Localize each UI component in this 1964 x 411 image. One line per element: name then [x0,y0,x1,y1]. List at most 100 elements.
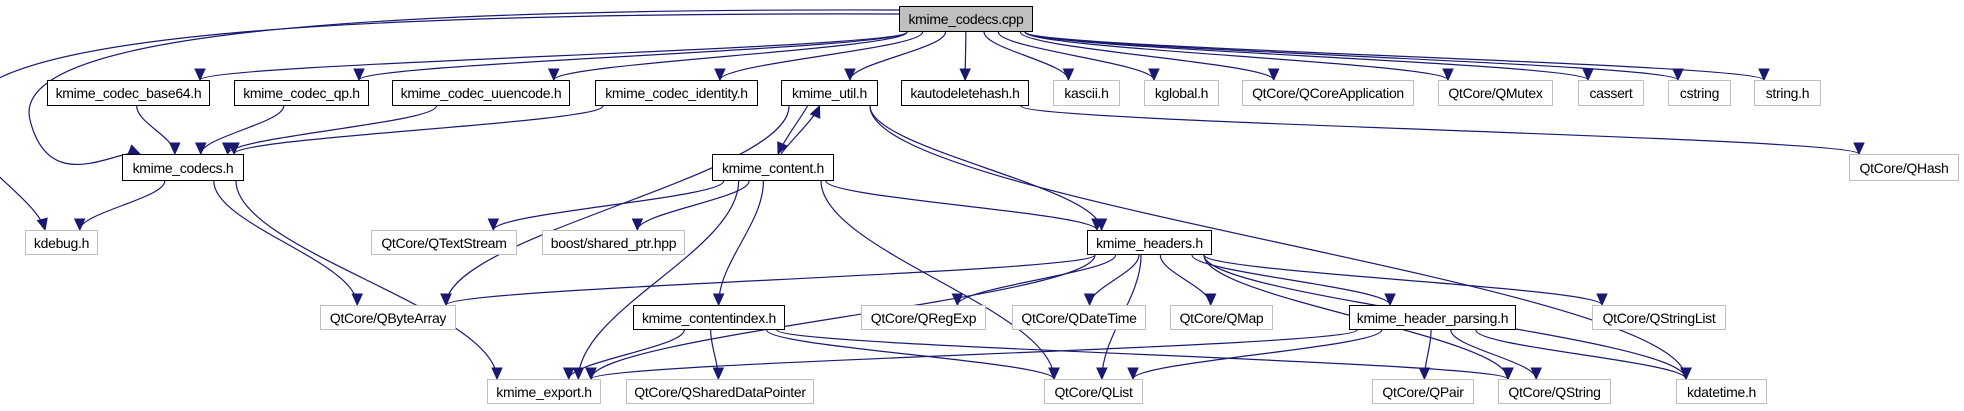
node-headers[interactable]: kmime_headers.h [1087,230,1212,255]
edge-kautodeletehash-to-qhash-arrowhead [1853,142,1865,156]
edge-contentindex-to-export-arrowhead [562,367,575,381]
node-cstring: cstring [1668,80,1731,106]
node-qhash: QtCore/QHash [1849,154,1959,181]
edge-contentindex-to-qlist-arrowhead [1048,367,1060,381]
node-export: kmime_export.h [487,379,601,404]
node-qbytearray: QtCore/QByteArray [320,305,456,330]
node-codecs[interactable]: kmime_codecs.h [122,154,244,181]
node-kglobal: kglobal.h [1144,80,1219,106]
edge-codecs-to-kdebug-arrowhead [73,218,86,232]
node-qpair: QtCore/QPair [1372,379,1474,404]
node-qstringlist: QtCore/QStringList [1592,305,1726,330]
edge-codecs-to-kdebug [79,180,166,231]
edge-headerparsing-to-export-arrowhead [585,367,597,381]
edge-cpp-to-kdebug [0,13,900,231]
node-qmutex: QtCore/QMutex [1438,80,1553,106]
edge-cpp-to-base64-arrowhead [194,68,206,82]
edge-cpp-to-util [849,31,947,81]
node-util[interactable]: kmime_util.h [781,80,878,106]
node-uuencode[interactable]: kmime_codec_uuencode.h [392,80,570,106]
edge-headers-to-qlist-arrowhead [1096,367,1108,381]
edge-headerparsing-to-qpair-arrowhead [1418,367,1431,381]
edge-content-to-contentindex-arrowhead [712,293,725,307]
edge-headers-to-qdatetime-arrowhead [1083,293,1096,307]
edge-cpp-to-qp [358,31,908,81]
edge-kautodeletehash-to-qhash [1020,105,1860,155]
node-qdatetime: QtCore/QDateTime [1012,305,1146,330]
edge-codecs-to-qbytearray-arrowhead [351,293,364,307]
edge-headers-to-qmap-arrowhead [1204,293,1217,307]
edge-cpp-to-kautodeletehash-arrowhead [959,68,971,82]
edge-headers-to-qbytearray-arrowhead [440,293,452,307]
node-qcoreapp: QtCore/QCoreApplication [1242,80,1414,106]
edge-cpp-to-qcoreapp-arrowhead [1267,68,1280,82]
edge-headers-to-qdatetime [1088,254,1140,306]
edge-cpp-to-qmutex [1024,31,1449,81]
node-cpp[interactable]: kmime_codecs.cpp [899,6,1033,32]
edge-contentindex-to-qshared-arrowhead [712,367,725,381]
edge-cpp-to-util-arrowhead [844,68,856,82]
edge-cpp-to-base64 [199,31,908,81]
edge-base64-to-codecs [136,105,176,155]
edge-cpp-to-identity [719,31,924,81]
edge-identity-to-codecs [233,105,604,155]
edge-content-to-boost-arrowhead [631,218,644,232]
node-identity[interactable]: kmime_codec_identity.h [595,80,758,106]
node-qstring: QtCore/QString [1498,379,1611,404]
edge-cpp-to-qp-arrowhead [353,68,365,82]
edge-headerparsing-to-export [590,329,1358,380]
node-qregexp: QtCore/QRegExp [861,305,986,330]
edge-headers-to-headerparsing-arrowhead [1384,293,1396,307]
edge-util-to-headers [869,105,1103,231]
node-kdebug: kdebug.h [25,230,98,255]
edge-cpp-to-qcoreapp [1019,31,1275,81]
edge-content-to-qtextstream-arrowhead [487,218,500,232]
edge-headers-to-qregexp-arrowhead [951,293,964,307]
node-headerparsing[interactable]: kmime_header_parsing.h [1349,305,1516,330]
edge-cpp-to-cassert-arrowhead [1582,68,1594,82]
edge-cpp-to-cstring [1024,31,1679,81]
edge-cpp-to-kglobal [997,31,1155,81]
edge-cpp-to-cassert [1024,31,1589,81]
edge-cpp-to-kglobal-arrowhead [1148,68,1160,82]
edge-headerparsing-to-kdatetime [1475,329,1687,380]
edge-headers-to-headerparsing [1191,254,1391,306]
node-qp[interactable]: kmime_codec_qp.h [234,80,369,106]
edge-contentindex-to-qlist [766,329,1055,380]
edge-cpp-to-qmutex-arrowhead [1442,68,1454,82]
edge-content-to-export [577,180,740,380]
edge-qp-to-codecs-arrowhead [194,142,207,156]
edge-cpp-to-uuencode-arrowhead [547,68,560,82]
node-qmap: QtCore/QMap [1170,305,1273,330]
edge-headers-to-qstringlist [1203,254,1603,306]
edge-cpp-to-cstring-arrowhead [1672,68,1684,82]
edge-cpp-to-kdebug-arrowhead [36,217,48,232]
edge-headerparsing-to-qlist-arrowhead [1127,367,1139,381]
edge-headers-to-qstringlist-arrowhead [1596,293,1608,307]
node-contentindex[interactable]: kmime_contentindex.h [633,305,785,330]
edge-cpp-to-identity-arrowhead [714,68,726,82]
edge-content-to-headers [825,180,1098,231]
edge-util-to-qbytearray [445,105,790,306]
edge-content-to-boost [636,180,750,231]
edge-identity-to-codecs-arrowhead [228,142,240,156]
node-stringh: string.h [1754,80,1821,106]
edge-uuencode-to-codecs [227,105,437,155]
edge-contentindex-to-qstring-arrowhead [1502,367,1514,381]
edge-cpp-to-kascii-arrowhead [1062,68,1075,82]
edge-headers-to-qregexp [956,254,1117,306]
edge-content-to-contentindex [718,180,764,306]
edge-codecs-to-qbytearray [213,180,358,306]
edge-util-to-content-arrowhead [777,141,788,156]
edge-headerparsing-to-qstring-arrowhead [1530,367,1542,381]
node-content[interactable]: kmime_content.h [712,154,834,181]
edge-content-to-util-arrowhead [809,104,821,119]
node-kascii: kascii.h [1053,80,1120,106]
node-qshared: QtCore/QSharedDataPointer [626,379,814,404]
edge-content-to-qtextstream [492,180,725,231]
node-base64[interactable]: kmime_codec_base64.h [47,80,210,106]
node-boost: boost/shared_ptr.hpp [542,230,685,255]
edge-util-to-kdatetime [869,105,1687,380]
node-kautodeletehash[interactable]: kautodeletehash.h [901,80,1029,106]
